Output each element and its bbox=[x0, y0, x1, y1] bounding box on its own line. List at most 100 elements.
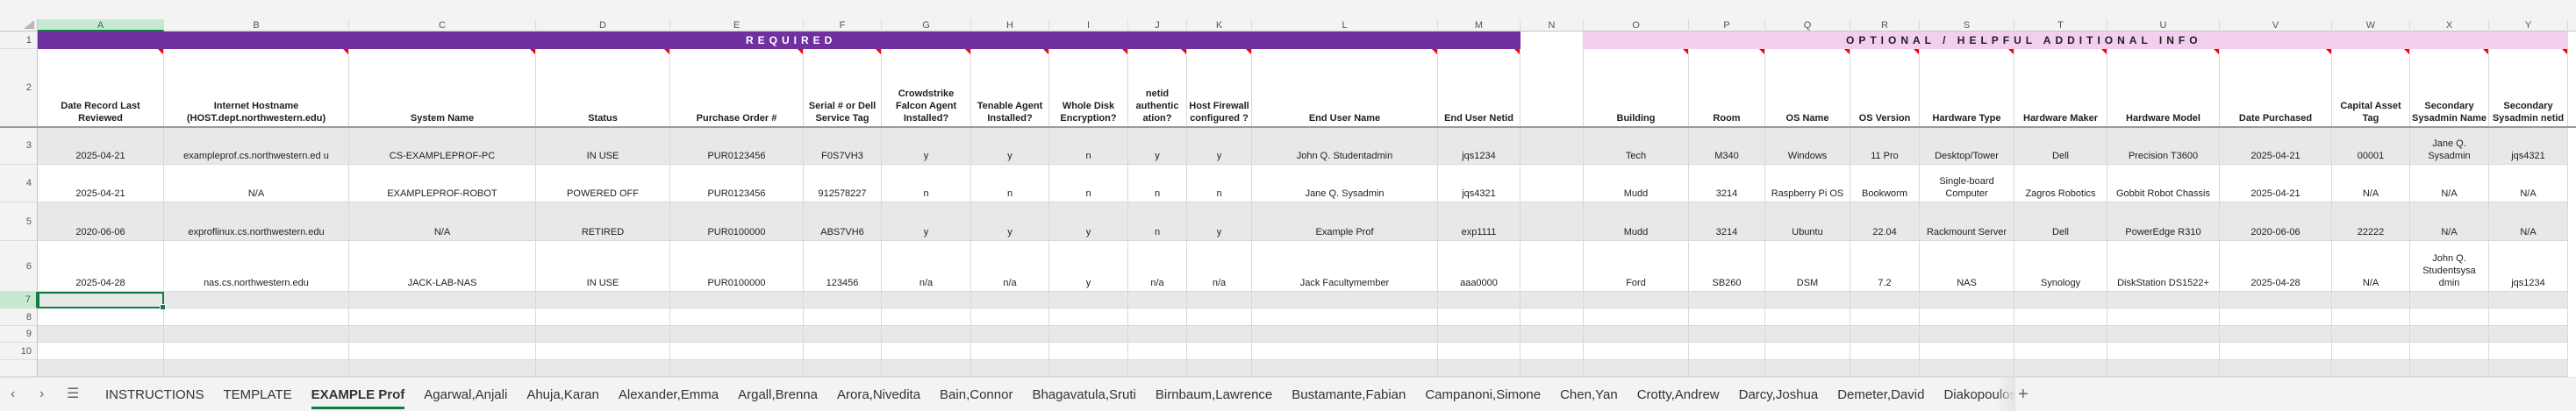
column-title-o[interactable]: Building bbox=[1584, 49, 1689, 127]
empty-cell[interactable] bbox=[804, 326, 882, 343]
empty-cell[interactable] bbox=[2332, 326, 2410, 343]
table-cell[interactable]: 2025-04-28 bbox=[2220, 241, 2332, 292]
table-cell[interactable]: n bbox=[1128, 165, 1187, 202]
table-cell[interactable]: n bbox=[882, 165, 971, 202]
empty-cell[interactable] bbox=[2220, 292, 2332, 308]
sheet-tab[interactable]: Darcy,Joshua bbox=[1738, 387, 1819, 402]
table-cell[interactable] bbox=[1521, 202, 1584, 241]
sheet-tab[interactable]: INSTRUCTIONS bbox=[105, 387, 204, 402]
empty-cell[interactable] bbox=[882, 343, 971, 360]
table-cell[interactable]: EXAMPLEPROF-ROBOT bbox=[349, 165, 536, 202]
column-title-c[interactable]: System Name bbox=[349, 49, 536, 127]
table-cell[interactable]: 123456 bbox=[804, 241, 882, 292]
table-cell[interactable]: n/a bbox=[882, 241, 971, 292]
sheet-tab[interactable]: Ahuja,Karan bbox=[526, 387, 599, 402]
empty-cell[interactable] bbox=[882, 326, 971, 343]
sheet-tab[interactable]: Demeter,David bbox=[1837, 387, 1925, 402]
row-header-5[interactable]: 5 bbox=[0, 202, 38, 241]
table-cell[interactable]: Tech bbox=[1584, 127, 1689, 165]
empty-cell[interactable] bbox=[1438, 308, 1521, 326]
table-cell[interactable] bbox=[1521, 127, 1584, 165]
empty-cell[interactable] bbox=[670, 343, 804, 360]
all-sheets-menu-icon[interactable]: ☰ bbox=[67, 386, 80, 401]
row-header-4[interactable]: 4 bbox=[0, 165, 38, 202]
column-header-x[interactable]: X bbox=[2410, 19, 2489, 32]
empty-cell[interactable] bbox=[1252, 326, 1438, 343]
empty-cell[interactable] bbox=[2107, 292, 2220, 308]
table-cell[interactable]: Raspberry Pi OS bbox=[1765, 165, 1850, 202]
empty-cell[interactable] bbox=[536, 326, 670, 343]
empty-cell[interactable] bbox=[2107, 308, 2220, 326]
empty-cell[interactable] bbox=[1689, 360, 1765, 377]
table-cell[interactable]: Example Prof bbox=[1252, 202, 1438, 241]
empty-cell[interactable] bbox=[2489, 308, 2568, 326]
empty-cell[interactable] bbox=[2107, 360, 2220, 377]
table-cell[interactable]: N/A bbox=[2410, 202, 2489, 241]
empty-cell[interactable] bbox=[971, 360, 1049, 377]
table-cell[interactable]: Jack Facultymember bbox=[1252, 241, 1438, 292]
table-cell[interactable]: JACK-LAB-NAS bbox=[349, 241, 536, 292]
empty-cell[interactable] bbox=[670, 292, 804, 308]
empty-cell[interactable] bbox=[2220, 360, 2332, 377]
empty-cell[interactable] bbox=[1128, 343, 1187, 360]
empty-cell[interactable] bbox=[2220, 308, 2332, 326]
empty-cell[interactable] bbox=[1920, 343, 2014, 360]
table-cell[interactable]: y bbox=[1187, 202, 1252, 241]
empty-cell[interactable] bbox=[2014, 308, 2107, 326]
table-cell[interactable]: jqs1234 bbox=[1438, 127, 1521, 165]
column-header-y[interactable]: Y bbox=[2489, 19, 2568, 32]
table-cell[interactable]: PowerEdge R310 bbox=[2107, 202, 2220, 241]
empty-cell[interactable] bbox=[670, 326, 804, 343]
column-header-j[interactable]: J bbox=[1128, 19, 1187, 32]
table-cell[interactable]: 00001 bbox=[2332, 127, 2410, 165]
empty-cell[interactable] bbox=[1689, 326, 1765, 343]
empty-cell[interactable] bbox=[1765, 360, 1850, 377]
column-title-s[interactable]: Hardware Type bbox=[1920, 49, 2014, 127]
empty-cell[interactable] bbox=[1850, 343, 1920, 360]
empty-cell[interactable] bbox=[1689, 343, 1765, 360]
row-header-3[interactable]: 3 bbox=[0, 127, 38, 165]
empty-cell[interactable] bbox=[670, 360, 804, 377]
table-cell[interactable]: Zagros Robotics bbox=[2014, 165, 2107, 202]
sheet-tab[interactable]: TEMPLATE bbox=[223, 387, 292, 402]
empty-cell[interactable] bbox=[2220, 343, 2332, 360]
empty-cell[interactable] bbox=[1521, 326, 1584, 343]
table-cell[interactable]: 2025-04-21 bbox=[38, 165, 164, 202]
table-cell[interactable]: N/A bbox=[2489, 165, 2568, 202]
table-cell[interactable]: CS-EXAMPLEPROF-PC bbox=[349, 127, 536, 165]
table-cell[interactable]: RETIRED bbox=[536, 202, 670, 241]
table-cell[interactable]: Gobbit Robot Chassis bbox=[2107, 165, 2220, 202]
table-cell[interactable]: Single-board Computer bbox=[1920, 165, 2014, 202]
empty-cell[interactable] bbox=[1920, 308, 2014, 326]
empty-cell[interactable] bbox=[1920, 326, 2014, 343]
empty-cell[interactable] bbox=[2107, 326, 2220, 343]
empty-cell[interactable] bbox=[2489, 292, 2568, 308]
empty-cell[interactable] bbox=[2410, 292, 2489, 308]
table-cell[interactable]: exp1111 bbox=[1438, 202, 1521, 241]
empty-cell[interactable] bbox=[1850, 326, 1920, 343]
empty-cell[interactable] bbox=[1689, 308, 1765, 326]
column-header-h[interactable]: H bbox=[971, 19, 1049, 32]
column-header-c[interactable]: C bbox=[349, 19, 536, 32]
empty-cell[interactable] bbox=[1920, 360, 2014, 377]
select-all-corner[interactable] bbox=[0, 19, 38, 32]
row-header-6[interactable]: 6 bbox=[0, 241, 38, 292]
column-header-l[interactable]: L bbox=[1252, 19, 1438, 32]
empty-cell[interactable] bbox=[2410, 360, 2489, 377]
add-sheet-icon[interactable]: + bbox=[2018, 385, 2029, 404]
empty-cell[interactable] bbox=[971, 326, 1049, 343]
empty-cell[interactable] bbox=[1128, 308, 1187, 326]
table-cell[interactable]: PUR0100000 bbox=[670, 202, 804, 241]
sheet-tab[interactable]: EXAMPLE Prof bbox=[304, 378, 412, 411]
empty-cell[interactable] bbox=[1187, 326, 1252, 343]
empty-cell[interactable] bbox=[1765, 308, 1850, 326]
empty-cell[interactable] bbox=[164, 326, 349, 343]
column-header-t[interactable]: T bbox=[2014, 19, 2107, 32]
empty-cell[interactable] bbox=[349, 308, 536, 326]
table-cell[interactable]: 2025-04-21 bbox=[38, 127, 164, 165]
empty-cell[interactable] bbox=[1049, 308, 1128, 326]
empty-cell[interactable] bbox=[1850, 292, 1920, 308]
table-cell[interactable]: n bbox=[971, 165, 1049, 202]
empty-cell[interactable] bbox=[2489, 343, 2568, 360]
